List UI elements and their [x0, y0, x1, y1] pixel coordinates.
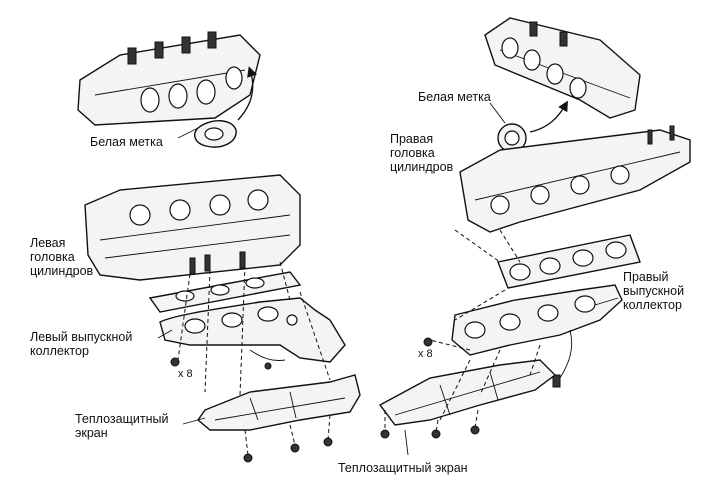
- left-heat-shield: [197, 374, 361, 431]
- left-shield-line-2: экран: [75, 426, 108, 440]
- left-main-cylinder-head: [84, 174, 301, 281]
- left-bolts: [170, 357, 333, 463]
- right-exhaust-manifold: [451, 284, 623, 388]
- right-main-cylinder-head: [459, 125, 691, 233]
- left-white-mark-leader: [177, 127, 199, 139]
- right-head-label: Правая головка цилиндров: [390, 132, 453, 174]
- right-head-line-1: Правая: [390, 132, 434, 146]
- left-shield-leader: [182, 417, 206, 425]
- right-manifold-label: Правый выпускной коллектор: [623, 270, 684, 312]
- left-head-label: Левая головка цилиндров: [30, 236, 93, 278]
- left-manifold-leader: [157, 329, 173, 339]
- right-white-mark-arrow: [529, 100, 568, 133]
- right-manifold-line-1: Правый: [623, 270, 669, 284]
- right-manifold-line-2: выпускной: [623, 284, 685, 298]
- left-manifold-label: Левый выпускной коллектор: [30, 330, 132, 358]
- right-shield-leader: [404, 429, 409, 456]
- right-white-mark-leader: [489, 102, 506, 124]
- right-bolt-count: x 8: [418, 348, 433, 360]
- right-shield-label: Теплозащитный экран: [338, 461, 468, 475]
- right-head-line-2: головка: [390, 146, 435, 160]
- right-heat-shield: [378, 359, 557, 426]
- left-white-mark-label: Белая метка: [90, 135, 163, 149]
- left-head-line-2: головка: [30, 250, 75, 264]
- left-upper-cylinder-head: [77, 31, 261, 126]
- left-head-line-1: Левая: [30, 236, 66, 250]
- left-exhaust-manifold: [159, 297, 346, 363]
- right-upper-cylinder-head: [484, 17, 641, 119]
- left-manifold-line-1: Левый выпускной: [30, 330, 133, 344]
- left-shield-line-1: Теплозащитный: [75, 412, 169, 426]
- left-manifold-gasket: [148, 271, 302, 313]
- right-head-line-3: цилиндров: [390, 160, 454, 174]
- right-manifold-leader: [594, 297, 619, 306]
- left-bolt-count: x 8: [178, 368, 193, 380]
- left-gasket-white-mark: [194, 120, 237, 148]
- right-white-mark-label: Белая метка: [418, 90, 491, 104]
- left-white-mark-arrow: [237, 66, 257, 121]
- left-assembly-lines: [177, 261, 331, 456]
- right-manifold-line-3: коллектор: [623, 298, 682, 312]
- left-shield-label: Теплозащитный экран: [75, 412, 168, 440]
- right-manifold-gasket: [497, 234, 641, 289]
- right-bolts: [380, 337, 480, 439]
- left-head-line-3: цилиндров: [30, 264, 94, 278]
- left-manifold-line-2: коллектор: [30, 344, 89, 358]
